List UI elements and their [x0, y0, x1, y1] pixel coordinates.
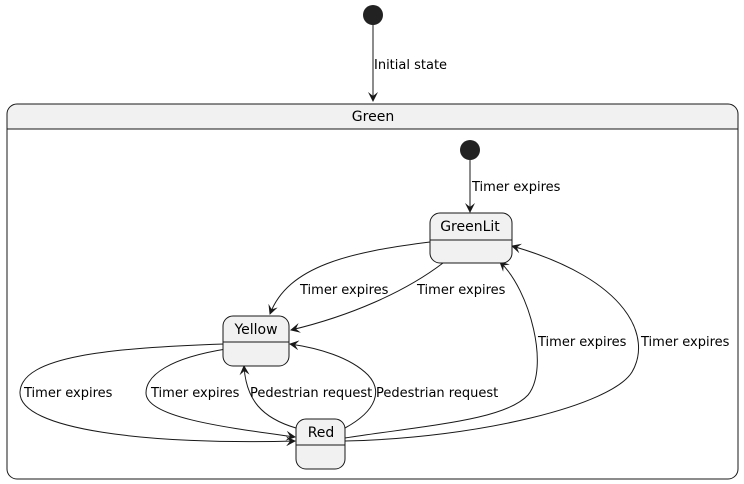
- state-red-label: Red: [308, 425, 335, 441]
- transition-yellow-to-red-a: [19, 343, 296, 447]
- transition-label-greenlit-to-yellow-b: Timer expires: [416, 283, 506, 298]
- transition-red-to-yellow-b: [289, 340, 377, 429]
- composite-state-title: Green: [352, 109, 394, 125]
- state-yellow-label: Yellow: [233, 322, 277, 338]
- transition-label-red-to-yellow-b: Pedestrian request: [376, 386, 498, 401]
- state-yellow: Yellow: [222, 315, 290, 367]
- transition-label-red-to-greenlit-b: Timer expires: [640, 335, 730, 350]
- transition-red-to-greenlit-a: [344, 261, 538, 439]
- transition-label-yellow-to-red-b: Timer expires: [150, 386, 240, 401]
- transition-label-greenlit-to-yellow-a: Timer expires: [299, 283, 389, 298]
- initial-state-outer: [363, 5, 383, 25]
- transition-greenlit-to-yellow-a: [268, 241, 431, 315]
- initial-state-inner: [460, 140, 480, 160]
- transition-red-to-greenlit-b: [344, 243, 640, 442]
- transition-label-red-to-yellow-a: Pedestrian request: [250, 386, 372, 401]
- transition-red-to-yellow-a: [239, 365, 297, 429]
- transition-label-red-to-greenlit-a: Timer expires: [537, 335, 627, 350]
- state-red: Red: [295, 418, 346, 470]
- composite-state-green: Green: [6, 103, 739, 480]
- state-greenlit: GreenLit: [429, 212, 513, 264]
- transition-yellow-to-red-b: [145, 348, 296, 441]
- transition-greenlit-to-yellow-b: [290, 262, 444, 333]
- transition-label-initial-outer: Initial state: [374, 58, 447, 73]
- transition-label-yellow-to-red-a: Timer expires: [23, 386, 113, 401]
- state-greenlit-label: GreenLit: [440, 219, 500, 235]
- transition-label-initial-inner: Timer expires: [471, 180, 561, 195]
